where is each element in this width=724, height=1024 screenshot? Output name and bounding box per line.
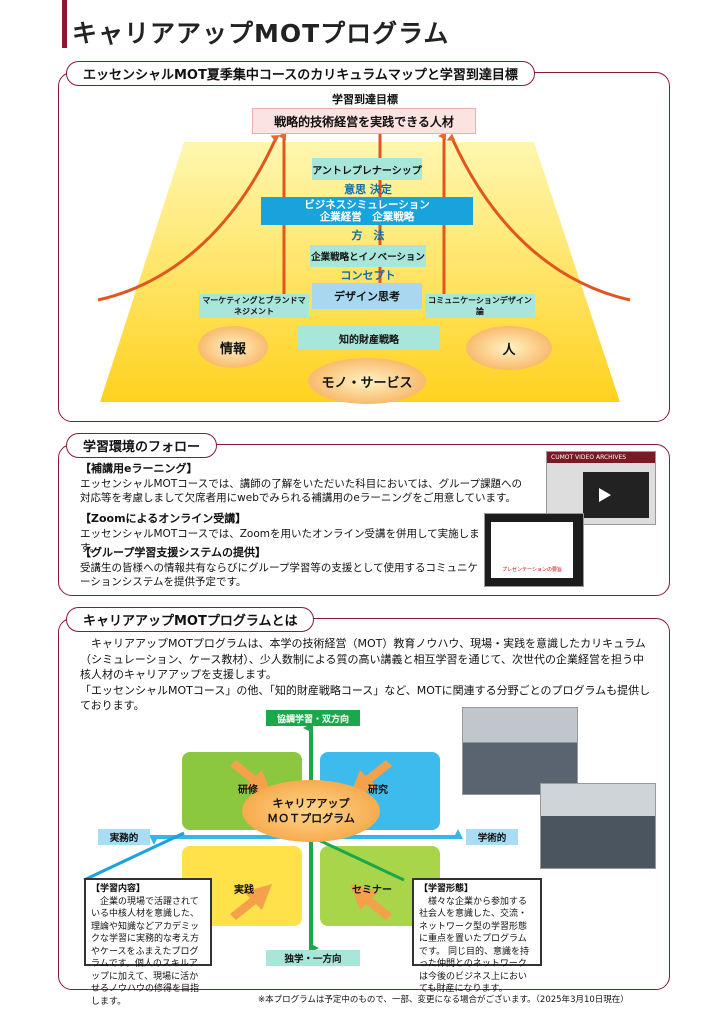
zoom-block: 【Zoomによるオンライン受講】 エッセンシャルMOTコースでは、Zoomを用い… — [80, 512, 480, 556]
quadrant-research: 研究 — [368, 784, 388, 796]
axis-right-label: 学術的 — [466, 829, 518, 845]
classroom-photo-1 — [462, 707, 578, 795]
zoom-heading: 【Zoomによるオンライン受講】 — [80, 512, 247, 525]
method-label: 方 法 — [351, 229, 385, 242]
people-ellipse: 人 — [466, 326, 552, 370]
design-thinking-box: デザイン思考 — [312, 283, 422, 309]
zoom-text: エッセンシャルMOTコースでは、Zoomを用いたオンライン受講を併用して実施しま… — [80, 527, 480, 555]
group-support-block: 【グループ学習支援システムの提供】 受講生の皆様への情報共有ならびにグループ学習… — [80, 546, 480, 590]
learning-style-text: 様々な企業から参加する社会人を意識した、交流・ネットワーク型の学習形態に重点を置… — [419, 896, 529, 995]
elearning-block: 【補講用eラーニング】 エッセンシャルMOTコースでは、講師の了解をいただいた科… — [80, 462, 526, 506]
classroom-photo-2 — [540, 783, 656, 869]
quadrant-seminar-bg — [320, 846, 440, 926]
business-simulation-line2: 企業経営 企業戦略 — [319, 211, 415, 223]
concept-label: コンセプト — [340, 269, 396, 282]
learning-content-note: 【学習内容】 企業の現場で活躍されている中核人材を意識した、理論や知識などアカデ… — [84, 878, 212, 1007]
career-up-mot-center: キャリアアップ ＭＯＴプログラム — [242, 780, 380, 842]
program-description-p1: キャリアアップMOTプログラムは、本学の技術経営（MOT）教育ノウハウ、現場・実… — [80, 637, 646, 681]
center-line1: キャリアアップ — [272, 797, 350, 810]
elearning-heading: 【補講用eラーニング】 — [80, 462, 198, 475]
business-simulation-box: ビジネスシミュレーション 企業経営 企業戦略 — [261, 197, 473, 225]
axis-left-label: 実務的 — [98, 829, 150, 845]
footer-note: ※本プログラムは予定中のもので、一部、変更になる場合がございます。（2025年3… — [258, 995, 629, 1005]
goal-label: 学習到達目標 — [332, 93, 398, 106]
info-ellipse: 情報 — [198, 326, 268, 368]
ip-strategy-box: 知的財産戦略 — [298, 326, 440, 350]
entrepreneurship-box: アントレプレナーシップ — [312, 158, 422, 180]
page-title: キャリアアップMOTプログラム — [72, 19, 450, 48]
decision-label: 意思 決定 — [344, 183, 392, 196]
elearning-text: エッセンシャルMOTコースでは、講師の了解をいただいた科目においては、グループ課… — [80, 477, 523, 505]
video-player — [583, 472, 649, 518]
learning-content-title: 【学習内容】 — [91, 884, 146, 894]
strategy-innovation-box: 企業戦略とイノベーション — [310, 245, 426, 267]
axis-bottom-label: 独学・一方向 — [266, 950, 360, 966]
marketing-box: マーケティングとブランドマネジメント — [199, 294, 309, 318]
business-simulation-line1: ビジネスシミュレーション — [304, 199, 430, 211]
group-support-text: 受講生の皆様への情報共有ならびにグループ学習等の支援として使用するコミュニケーシ… — [80, 561, 479, 589]
play-icon — [599, 488, 611, 502]
group-support-heading: 【グループ学習支援システムの提供】 — [80, 546, 267, 559]
zoom-slide — [491, 522, 573, 578]
axis-top-label: 協調学習・双方向 — [266, 710, 360, 726]
quadrant-practice-bg — [182, 846, 302, 926]
quadrant-practice: 実践 — [234, 884, 254, 896]
program-description-p2: 「エッセンシャルMOTコース」の他、「知的財産戦略コース」など、MOTに関連する… — [80, 683, 651, 713]
communication-box: コミュニケーションデザイン論 — [425, 294, 535, 318]
center-line2: ＭＯＴプログラム — [267, 812, 355, 825]
goods-services-ellipse: モノ・サービス — [308, 358, 426, 404]
video-archive-screenshot: CUMOT VIDEO ARCHIVES — [546, 451, 656, 525]
goal-box: 戦略的技術経営を実践できる人材 — [252, 108, 476, 134]
quadrant-training: 研修 — [238, 784, 258, 796]
learning-content-text: 企業の現場で活躍されている中核人材を意識した、理論や知識などアカデミックな学習に… — [91, 896, 200, 1007]
program-description: キャリアアップMOTプログラムは、本学の技術経営（MOT）教育ノウハウ、現場・実… — [80, 636, 652, 714]
title-accent-bar — [62, 0, 67, 48]
video-archive-header: CUMOT VIDEO ARCHIVES — [547, 452, 655, 463]
quadrant-seminar: セミナー — [352, 884, 392, 896]
zoom-screenshot: プレゼンテーションの要旨 — [484, 513, 584, 587]
learning-style-title: 【学習形態】 — [419, 884, 474, 894]
zoom-slide-caption: プレゼンテーションの要旨 — [502, 567, 562, 573]
learning-support-tab: 学習環境のフォロー — [66, 433, 218, 458]
program-about-tab: キャリアアップMOTプログラムとは — [66, 607, 315, 632]
learning-style-note: 【学習形態】 様々な企業から参加する社会人を意識した、交流・ネットワーク型の学習… — [412, 878, 542, 994]
curriculum-tab: エッセンシャルMOT夏季集中コースのカリキュラムマップと学習到達目標 — [66, 61, 535, 86]
